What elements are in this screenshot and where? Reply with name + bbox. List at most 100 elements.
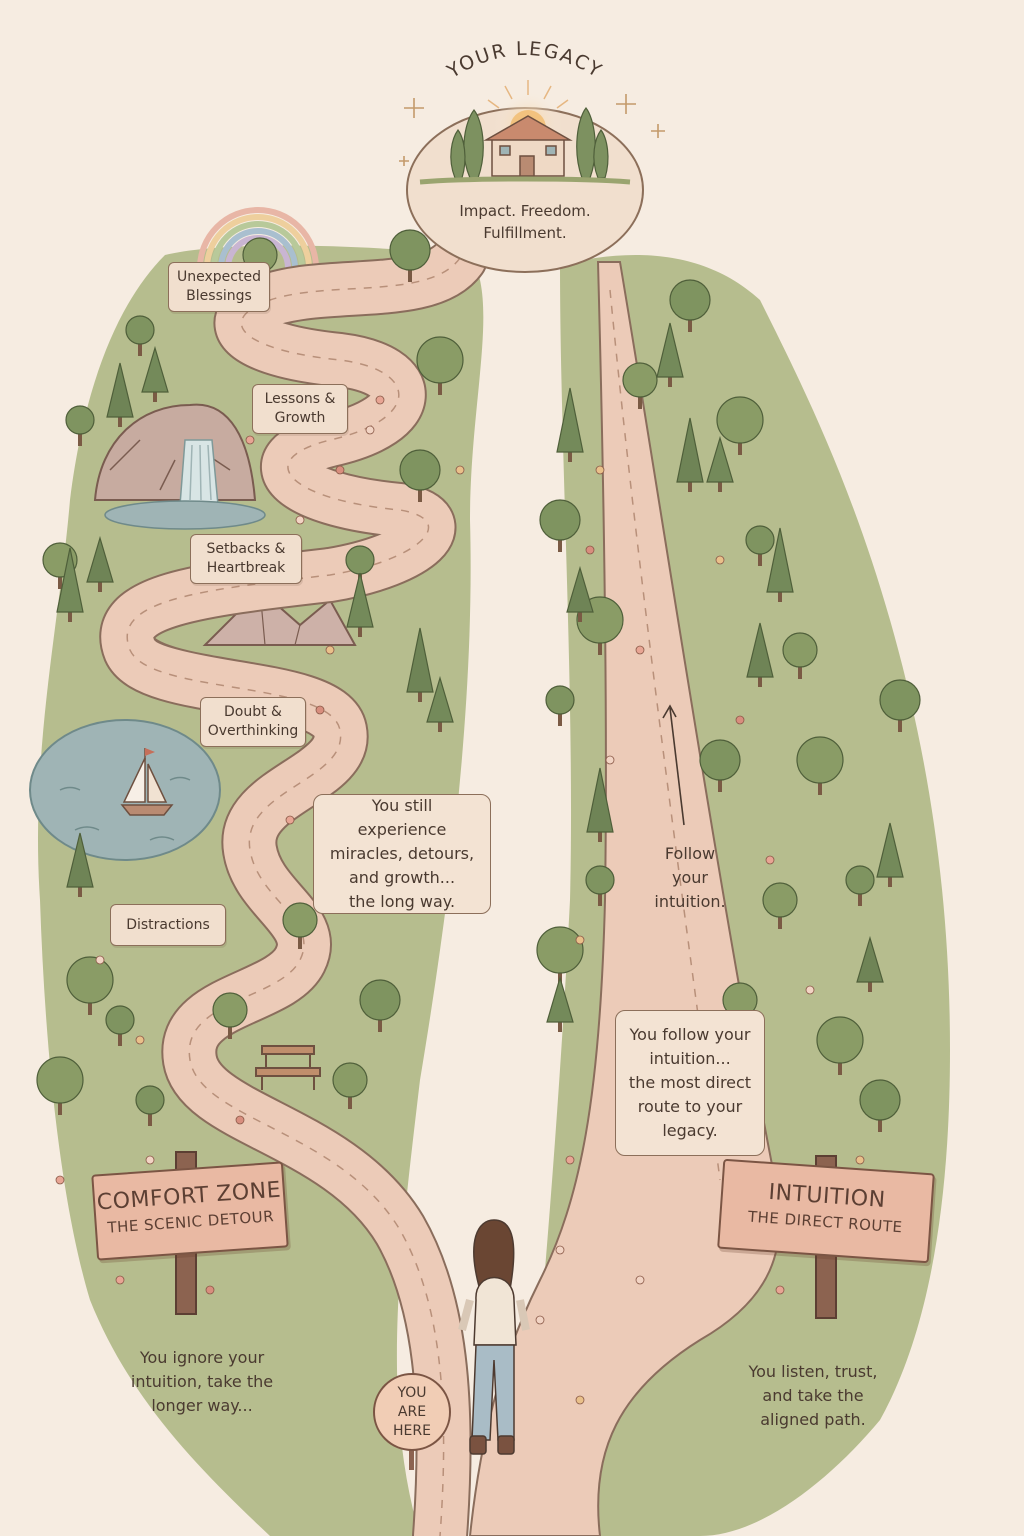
tree-round — [782, 632, 818, 679]
legacy-caption: Impact. Freedom. Fulfillment. — [459, 202, 591, 242]
sparkle-icons — [399, 94, 665, 166]
tree-round — [879, 679, 921, 732]
tree-conifer — [426, 675, 454, 732]
tree-round — [545, 685, 575, 726]
tree-round — [762, 882, 798, 929]
flower — [335, 465, 345, 475]
you-are-here-marker — [373, 1373, 451, 1451]
tree-round — [416, 336, 464, 395]
flower — [365, 425, 375, 435]
flower — [115, 1275, 125, 1285]
tree-conifer — [546, 975, 574, 1032]
marker-post — [409, 1450, 414, 1470]
up-arrow-icon — [662, 704, 685, 826]
follow-intuition-note: Follow your intuition. — [654, 844, 726, 911]
tree-round — [585, 865, 615, 906]
tree-round — [36, 1056, 84, 1115]
lake-ripples — [59, 776, 191, 841]
flower — [315, 705, 325, 715]
tree-round — [135, 1085, 165, 1126]
tree-conifer — [656, 322, 684, 387]
trees — [36, 229, 921, 1132]
bench — [255, 1045, 321, 1090]
tree-round — [66, 956, 114, 1015]
tree-conifer — [746, 622, 774, 687]
tree-round — [816, 1016, 864, 1075]
label-doubt-overthinking: Doubt & Overthinking — [200, 697, 306, 747]
tree-round — [399, 449, 441, 502]
house-icon — [483, 115, 573, 177]
flower — [375, 395, 385, 405]
flower — [205, 1285, 215, 1295]
flower — [585, 545, 595, 555]
flower — [735, 715, 745, 725]
flower — [805, 985, 815, 995]
tree-round — [105, 1005, 135, 1046]
tree-conifer — [706, 435, 734, 492]
tree-round — [65, 405, 95, 446]
tree-round — [359, 979, 401, 1032]
flower — [715, 555, 725, 565]
tree-conifer — [566, 565, 594, 622]
flower — [455, 465, 465, 475]
flower — [595, 465, 605, 475]
flower — [575, 935, 585, 945]
tree-round — [282, 902, 318, 949]
waterfall-rocks — [93, 403, 266, 530]
tree-round — [745, 525, 775, 566]
tree-round — [212, 992, 248, 1039]
label-distractions: Distractions — [110, 904, 226, 946]
tree-conifer — [56, 547, 84, 622]
person-figure — [458, 1219, 530, 1455]
tree-round — [859, 1079, 901, 1132]
tree-conifer — [876, 822, 904, 887]
flower — [605, 755, 615, 765]
tree-conifer — [556, 387, 584, 462]
label-unexpected-blessings: Unexpected Blessings — [168, 262, 270, 312]
tree-round — [622, 362, 658, 409]
intuition-sign: INTUITION THE DIRECT ROUTE — [717, 1158, 935, 1264]
tree-round — [669, 279, 711, 332]
flower — [565, 1155, 575, 1165]
legacy-trees — [450, 107, 609, 179]
flower — [775, 1285, 785, 1295]
sun-rays — [487, 80, 569, 109]
sailboat — [120, 748, 174, 816]
right-caption: You listen, trust, and take the aligned … — [748, 1362, 878, 1429]
tree-conifer — [766, 527, 794, 602]
flower — [235, 1115, 245, 1125]
flower — [855, 1155, 865, 1165]
flower — [555, 1245, 565, 1255]
flower — [55, 1175, 65, 1185]
tree-round — [125, 315, 155, 356]
tree-conifer — [856, 935, 884, 992]
flower — [295, 515, 305, 525]
flower — [535, 1315, 545, 1325]
flower — [635, 1275, 645, 1285]
tree-conifer — [346, 572, 374, 637]
tree-round — [699, 739, 741, 792]
legacy-title: YOUR LEGACY — [443, 38, 607, 83]
flower — [575, 1395, 585, 1405]
tree-round — [332, 1062, 368, 1109]
flower — [145, 1155, 155, 1165]
tree-round — [796, 736, 844, 795]
scenic-note: You still experience miracles, detours, … — [313, 794, 491, 914]
left-caption: You ignore your intuition, take the long… — [130, 1348, 274, 1415]
tree-conifer — [86, 535, 114, 592]
flower — [95, 955, 105, 965]
tree-conifer — [676, 417, 704, 492]
label-setbacks-heartbreak: Setbacks & Heartbreak — [190, 534, 302, 584]
lake — [29, 719, 221, 861]
tree-round — [539, 499, 581, 552]
tree-conifer — [586, 767, 614, 842]
you-are-here-text: YOU ARE HERE — [393, 1385, 431, 1439]
comfort-zone-sign: COMFORT ZONE THE SCENIC DETOUR — [91, 1161, 289, 1261]
tree-conifer — [141, 345, 169, 402]
tree-round — [389, 229, 431, 282]
rainbow — [197, 207, 319, 269]
flower — [325, 645, 335, 655]
tree-conifer — [406, 627, 434, 702]
tree-round — [716, 396, 764, 455]
